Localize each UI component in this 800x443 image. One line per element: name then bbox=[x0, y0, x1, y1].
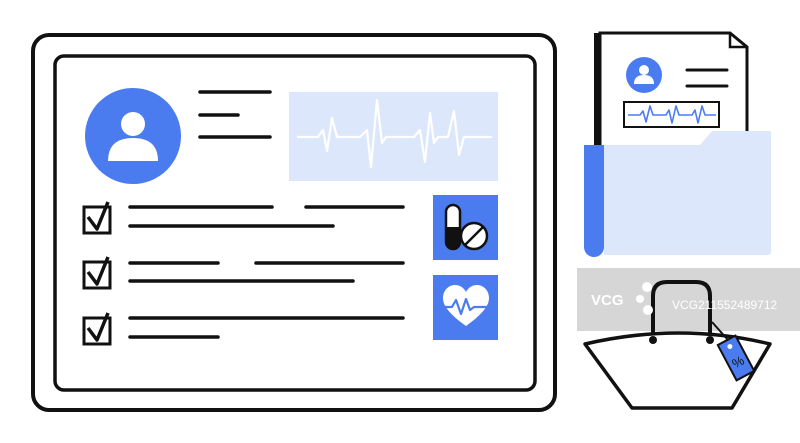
ecg-strip bbox=[623, 101, 720, 128]
check-icon bbox=[86, 256, 110, 286]
folder-with-document bbox=[584, 31, 771, 257]
watermark-logo: VCG bbox=[591, 292, 624, 309]
heart-pulse-icon bbox=[440, 285, 492, 326]
checklist-item[interactable] bbox=[82, 312, 405, 346]
checklist-item[interactable] bbox=[82, 256, 405, 290]
watermark-id: VCG211552489712 bbox=[672, 298, 778, 312]
watermark-backdrop bbox=[577, 268, 800, 331]
checkbox[interactable] bbox=[82, 205, 112, 235]
folder-front bbox=[604, 131, 771, 255]
ecg-chart-panel bbox=[289, 92, 498, 181]
check-icon bbox=[86, 201, 110, 231]
watermark-mark-icon bbox=[636, 282, 653, 315]
checklist bbox=[82, 201, 405, 346]
folder-side-strip bbox=[584, 145, 604, 257]
pill-capsule-icon bbox=[444, 203, 489, 251]
price-tag-icon: % bbox=[711, 321, 756, 382]
tablet bbox=[31, 33, 557, 412]
checkbox[interactable] bbox=[82, 260, 112, 290]
heart-tile bbox=[433, 275, 498, 340]
document-sheet bbox=[598, 31, 749, 152]
watermark: VCG VCG211552489712 bbox=[591, 282, 778, 315]
ecg-waveform bbox=[297, 98, 492, 169]
checklist-item[interactable] bbox=[82, 201, 405, 235]
profile-info-lines bbox=[198, 90, 272, 139]
user-avatar-icon bbox=[85, 88, 181, 184]
bag-handle bbox=[651, 280, 712, 340]
checkbox[interactable] bbox=[82, 316, 112, 346]
shopping-bag: % bbox=[577, 268, 800, 410]
check-icon bbox=[86, 312, 110, 342]
user-avatar-icon bbox=[626, 57, 662, 93]
pill-tile bbox=[433, 195, 498, 260]
